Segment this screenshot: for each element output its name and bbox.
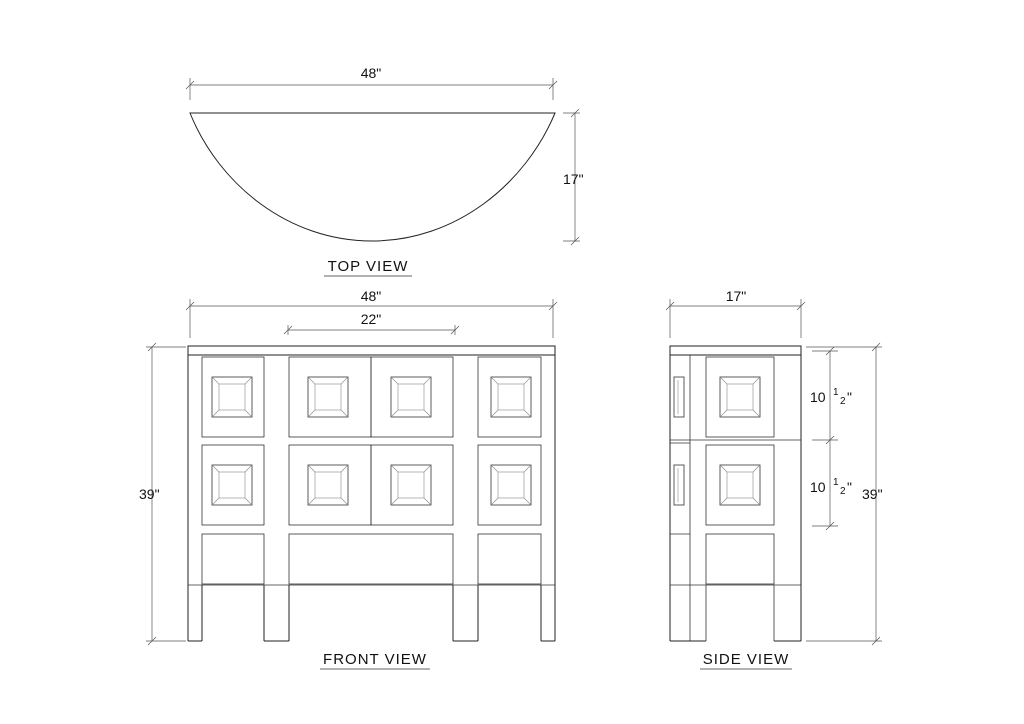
front-height-label: 39" <box>139 486 160 502</box>
top-depth-dimension <box>563 108 580 246</box>
front-center-label: 22" <box>361 311 382 327</box>
side-pyramid-bosses <box>719 376 761 506</box>
side-height-dimension <box>806 342 882 646</box>
front-view-title: FRONT VIEW <box>323 651 427 668</box>
side-panels <box>705 356 775 585</box>
svg-text:": " <box>847 479 852 495</box>
front-center-dimension <box>283 325 460 335</box>
svg-text:2: 2 <box>840 396 846 407</box>
front-cabinet <box>187 345 556 642</box>
side-drawer-dimension <box>812 346 838 531</box>
side-cabinet <box>669 345 802 642</box>
top-width-dimension <box>185 78 558 100</box>
top-view: 48" 17" TOP VIEW <box>185 65 584 277</box>
front-height-dimension <box>146 342 186 646</box>
front-width-dimension <box>185 299 558 338</box>
side-drawer-label-2: 10 1 2 " <box>810 477 852 497</box>
top-view-outline <box>189 112 556 242</box>
side-height-label: 39" <box>862 486 883 502</box>
svg-text:2: 2 <box>840 486 846 497</box>
side-depth-dimension <box>665 299 806 338</box>
svg-text:": " <box>847 389 852 405</box>
svg-text:10: 10 <box>810 389 826 405</box>
front-view: 48" 22" 39" <box>139 288 558 670</box>
front-pyramid-bosses <box>211 376 532 506</box>
side-depth-label: 17" <box>726 288 747 304</box>
svg-text:10: 10 <box>810 479 826 495</box>
side-view: 17" <box>665 288 883 670</box>
front-lower-panels <box>201 444 542 526</box>
front-drawer-panels <box>201 533 542 585</box>
side-view-title: SIDE VIEW <box>703 651 790 668</box>
svg-text:1: 1 <box>833 387 839 398</box>
svg-text:1: 1 <box>833 477 839 488</box>
top-view-title: TOP VIEW <box>328 258 409 275</box>
front-upper-panels <box>201 356 542 438</box>
top-width-label: 48" <box>361 65 382 81</box>
side-drawer-label-1: 10 1 2 " <box>810 387 852 407</box>
top-depth-label: 17" <box>563 171 584 187</box>
front-width-label: 48" <box>361 288 382 304</box>
